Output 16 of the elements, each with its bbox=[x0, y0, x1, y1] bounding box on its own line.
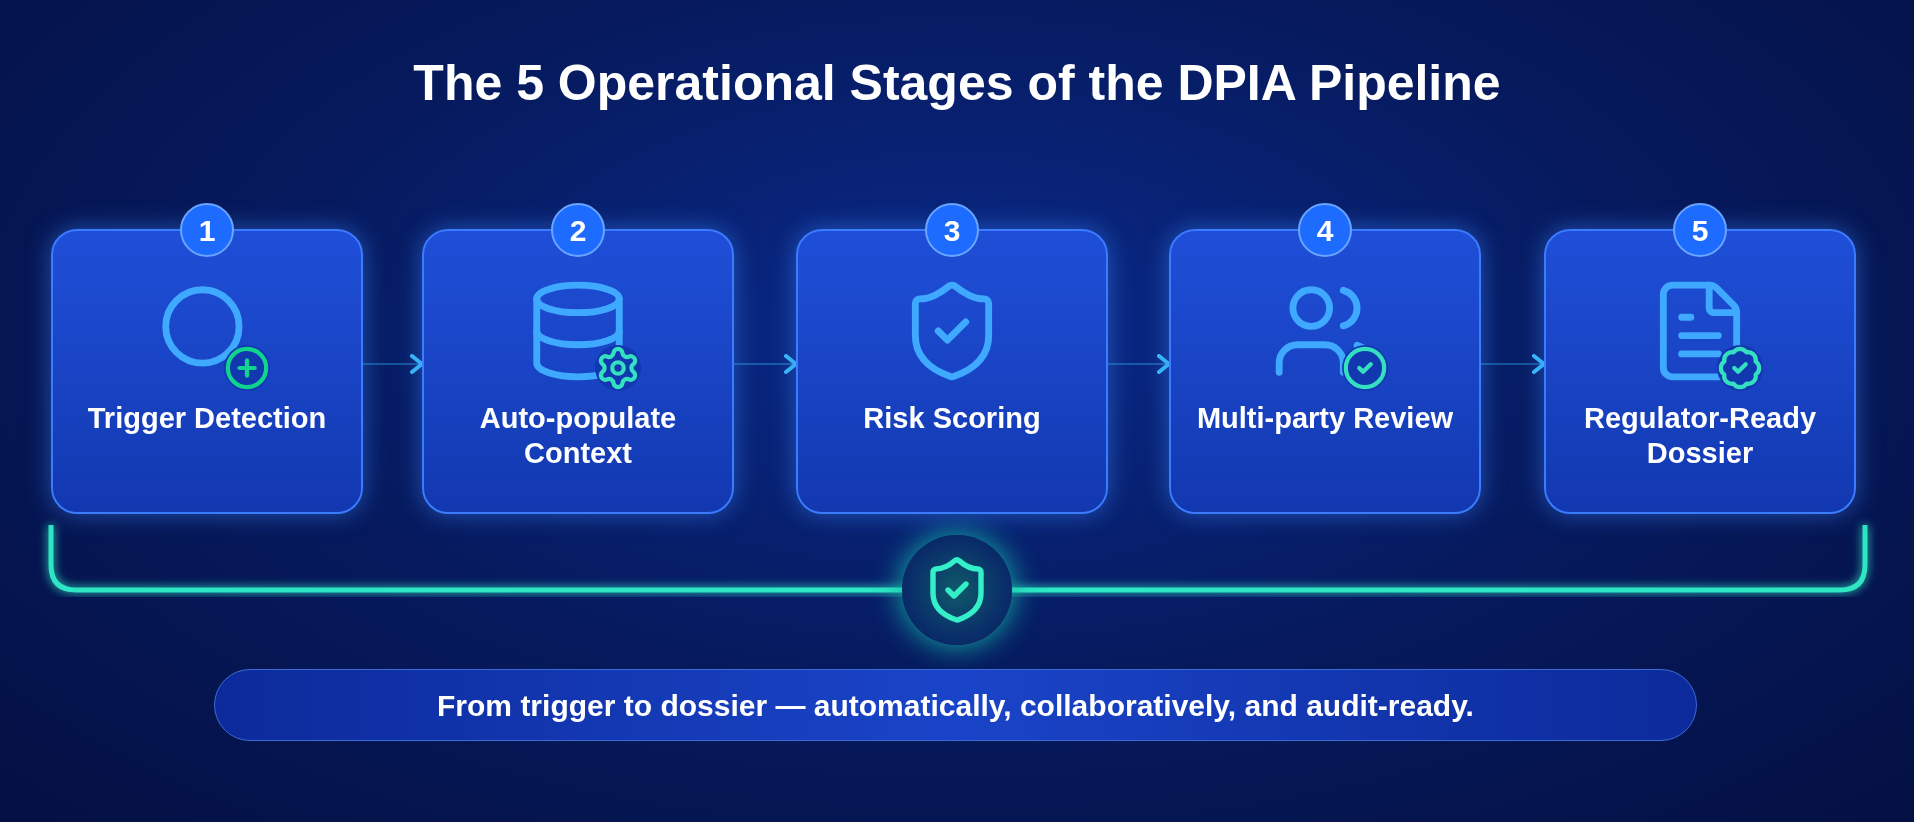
step-number-badge: 5 bbox=[1673, 203, 1727, 257]
title: The 5 Operational Stages of the DPIA Pipeline bbox=[412, 54, 1502, 113]
arrow bbox=[733, 354, 798, 374]
caption-banner: From trigger to dossier — automatically, collaboratively, and audit-ready. bbox=[214, 669, 1697, 741]
arrow bbox=[362, 354, 424, 374]
step-number-badge: 1 bbox=[180, 203, 234, 257]
arrow bbox=[1480, 354, 1546, 374]
step-number-badge: 3 bbox=[925, 203, 979, 257]
step-number-badge: 4 bbox=[1298, 203, 1352, 257]
arrow bbox=[1107, 354, 1171, 374]
stage-label: Multi-party Review bbox=[1195, 401, 1455, 436]
stage-label: Auto-populate Context bbox=[478, 401, 678, 471]
stage-label: Regulator-Ready Dossier bbox=[1582, 401, 1817, 471]
step-number-badge: 2 bbox=[551, 203, 605, 257]
stage-label: Trigger Detection bbox=[86, 401, 328, 436]
stage-label: Risk Scoring bbox=[862, 401, 1042, 436]
